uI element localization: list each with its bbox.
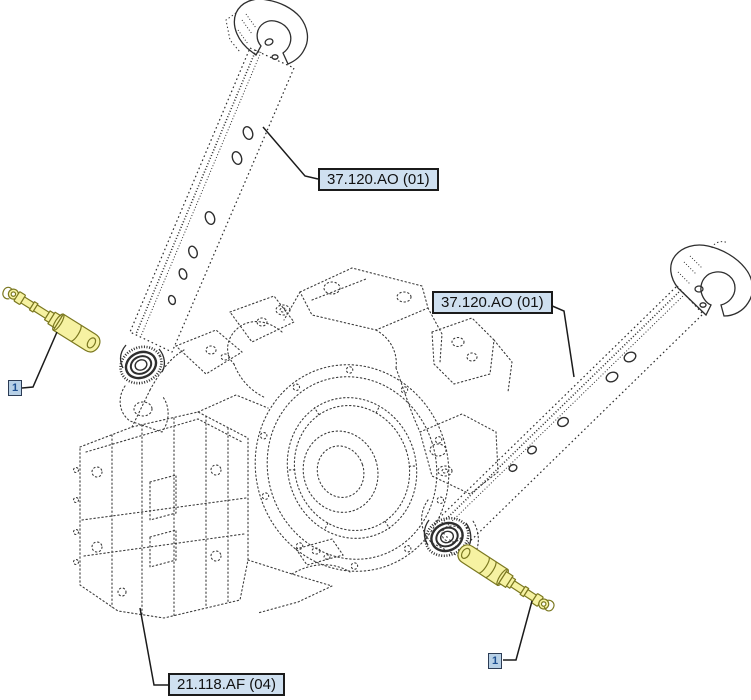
leader-lines <box>21 126 575 686</box>
arm-right-clevis <box>670 241 751 317</box>
housing-ribbed-box <box>72 411 249 619</box>
leader-marker-left <box>21 331 58 389</box>
callout-37-120-AO-upper[interactable]: 37.120.AO (01) <box>318 168 439 191</box>
lift-arm-right <box>423 241 751 558</box>
lift-arm-left <box>119 0 309 385</box>
housing-hub-rings <box>254 364 450 572</box>
arm-right-holes <box>508 351 637 473</box>
arm-left-ball-end <box>119 345 163 385</box>
callout-21-118-AF-housing[interactable]: 21.118.AF (04) <box>168 673 285 696</box>
housing-right-brackets <box>395 317 513 563</box>
arm-right-ball-end <box>424 516 470 558</box>
item-marker-1-left[interactable]: 1 <box>8 380 22 396</box>
housing-bottom-details <box>119 329 351 614</box>
item-marker-1-right[interactable]: 1 <box>488 653 502 669</box>
callout-37-120-AO-right[interactable]: 37.120.AO (01) <box>432 291 553 314</box>
leader-callout-upper <box>262 126 319 180</box>
housing-top-brackets <box>131 267 443 428</box>
leader-marker-right <box>503 600 533 661</box>
hitch-pin-left <box>2 286 101 353</box>
hitch-pin-right <box>457 544 555 612</box>
arm-left-clevis <box>225 0 309 65</box>
rear-axle-housing <box>72 267 513 619</box>
leader-callout-housing <box>139 607 168 686</box>
arm-left-holes <box>167 126 254 306</box>
